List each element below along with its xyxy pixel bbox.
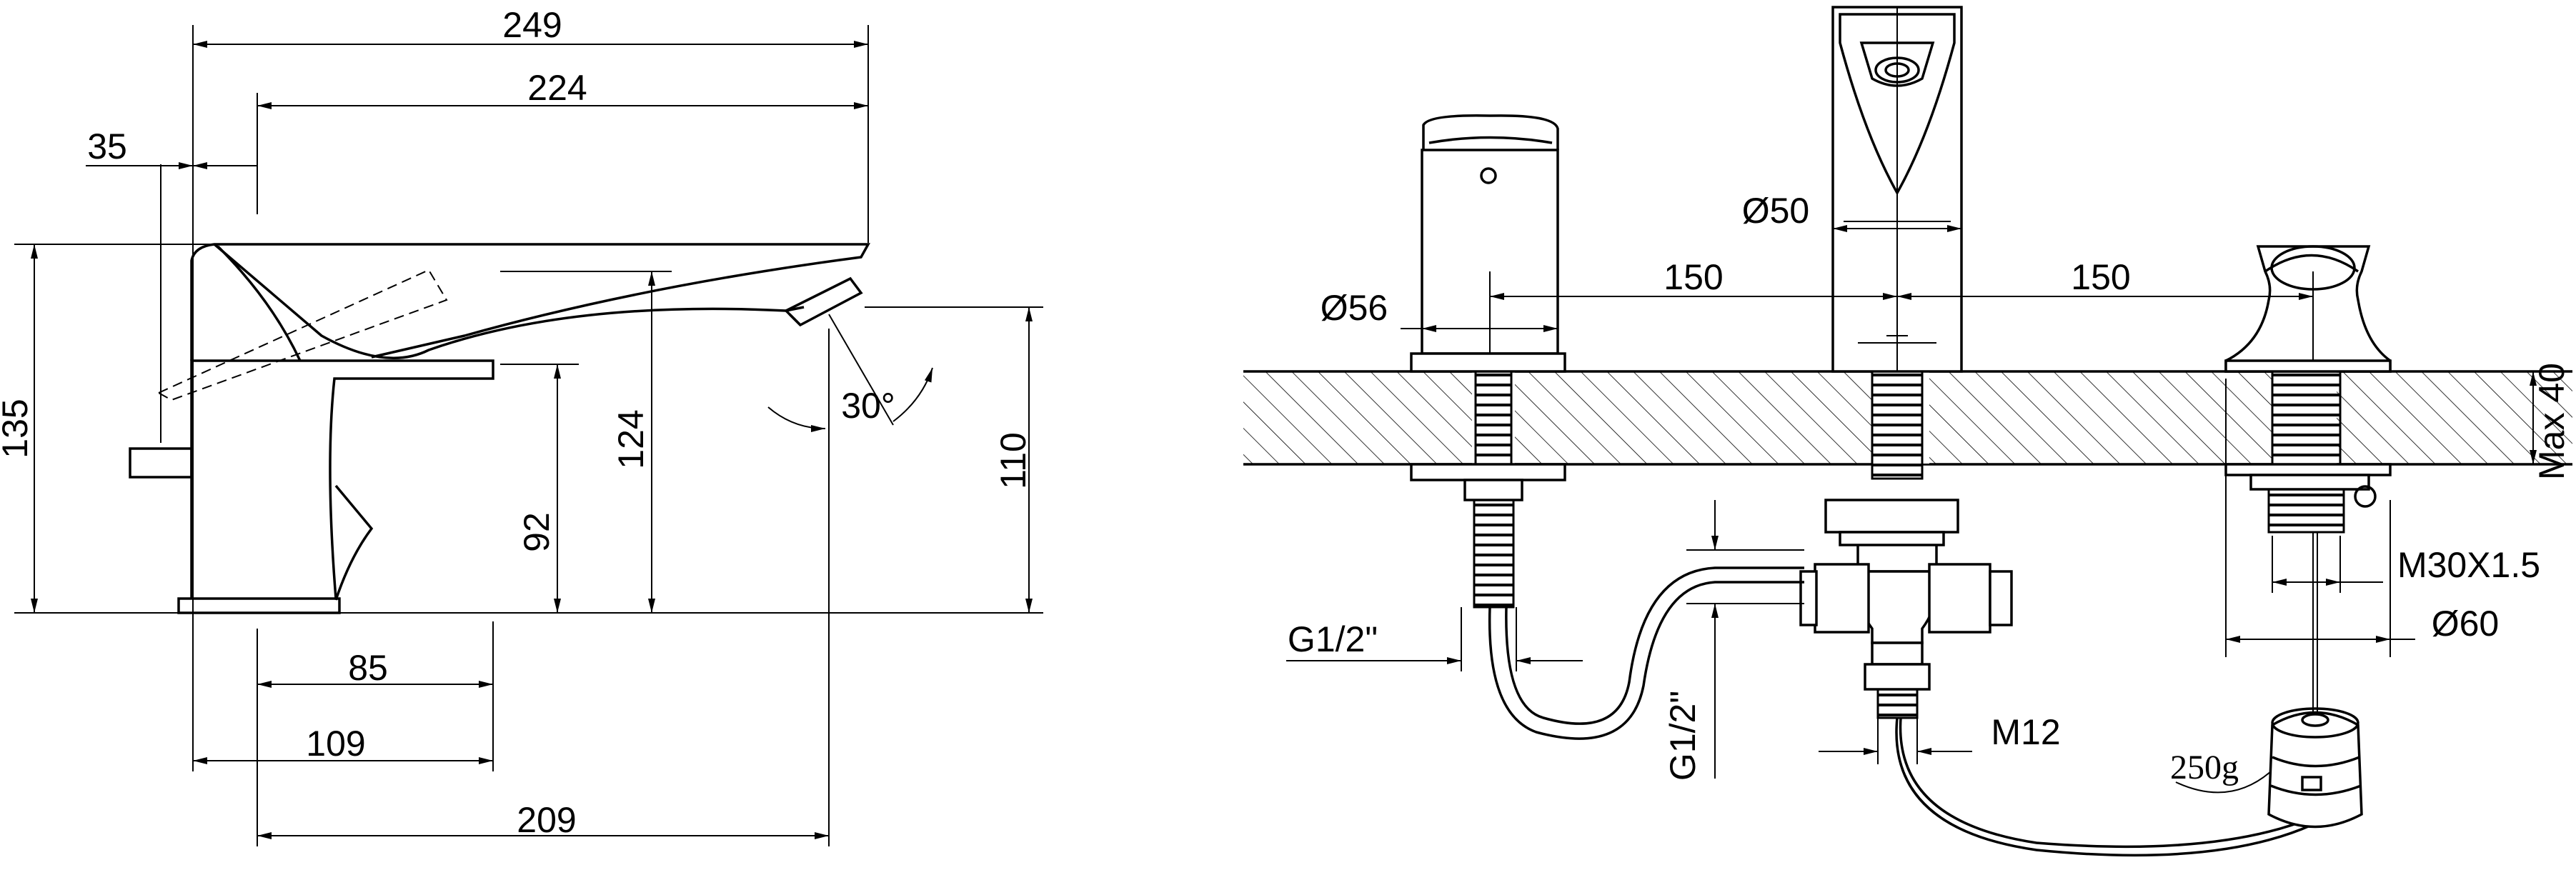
dim-inlet-left: G1/2" — [1288, 619, 1378, 659]
counterweight — [2267, 707, 2363, 829]
dim-overall-length: 249 — [502, 5, 562, 45]
dim-height-total: 135 — [0, 399, 35, 458]
dim-handle-diameter: Ø56 — [1321, 288, 1388, 328]
dim-thread-small: M12 — [1991, 712, 2060, 752]
dim-outlet-angle: 30° — [841, 386, 895, 426]
cold-handle — [1410, 114, 1566, 609]
dim-spacing-left: 150 — [1664, 257, 1723, 297]
dim-spacing-right: 150 — [2071, 257, 2130, 297]
dim-spout-length: 224 — [527, 68, 587, 108]
tap-side-outline — [129, 243, 870, 614]
dim-escutcheon-diameter: Ø60 — [2432, 604, 2500, 644]
dim-spout-diameter: Ø50 — [1742, 191, 1810, 231]
dim-base-to-tip: 209 — [517, 800, 576, 840]
dim-inlet-bottom: G1/2" — [1663, 691, 1703, 781]
dim-base-width: 85 — [348, 648, 388, 688]
front-view: Ø56 Ø50 150 150 Max 40 M30X1.5 Ø60 G1/2" — [1243, 6, 2572, 857]
dim-thread-main: M30X1.5 — [2397, 545, 2540, 585]
dim-deck-max: Max 40 — [2532, 363, 2572, 480]
dim-height-outlet: 110 — [993, 432, 1033, 489]
label-weight: 250g — [2170, 749, 2239, 786]
side-view: 249 224 35 135 124 92 110 30° 85 109 209 — [0, 5, 1043, 846]
hot-handle — [2224, 245, 2392, 714]
dim-height-spout: 124 — [611, 409, 651, 469]
dim-lever-offset: 35 — [87, 126, 127, 166]
spout-front — [1799, 6, 2013, 719]
dim-base-to-spout: 109 — [306, 724, 365, 764]
dim-height-body: 92 — [517, 512, 557, 552]
